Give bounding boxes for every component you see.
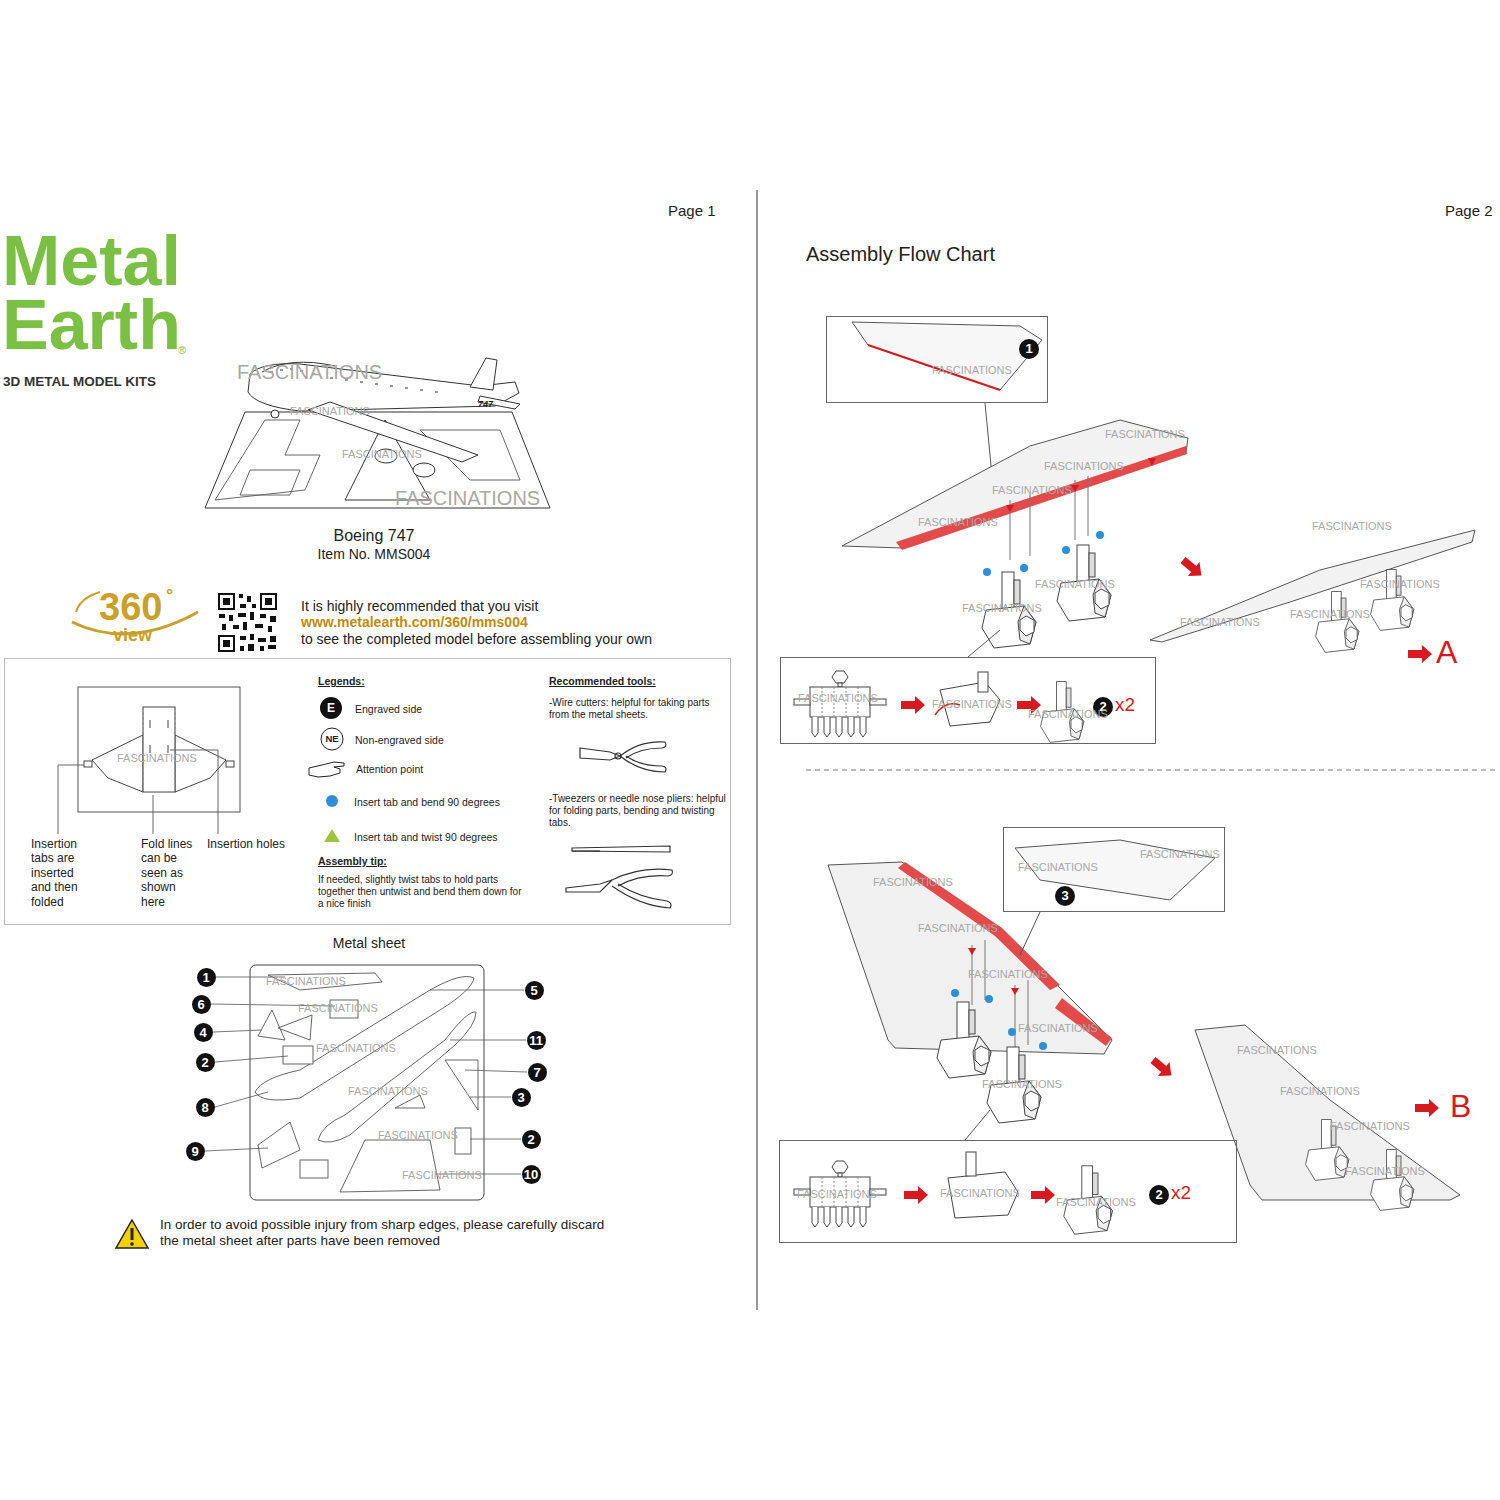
callout-number: 7 (528, 1063, 547, 1082)
watermark: FASCINATIONS (1140, 848, 1220, 861)
watermark: FASCINATIONS (348, 1085, 428, 1098)
watermark: FASCINATIONS (1105, 428, 1185, 441)
text-label: If needed, slightly twist tabs to hold p… (318, 874, 523, 910)
watermark: FASCINATIONS (298, 1002, 378, 1015)
watermark: FASCINATIONS (1018, 1022, 1098, 1035)
panel-heading: Assembly tip: (318, 855, 387, 868)
watermark: FASCINATIONS (1056, 1196, 1136, 1209)
watermark: FASCINATIONS (918, 516, 998, 529)
callout-number: 3 (512, 1088, 531, 1107)
watermark: FASCINATIONS (968, 968, 1048, 981)
note-text: It is highly recommended that you visit (301, 598, 538, 615)
text-label: -Wire cutters: helpful for taking parts … (549, 697, 721, 721)
section-heading: Metal sheet (289, 935, 449, 952)
legend-text: Attention point (356, 763, 423, 776)
quantity-label: x2 (1115, 694, 1135, 717)
callout-number: 1 (197, 968, 216, 987)
callout-number: 2 (1149, 1185, 1169, 1205)
legend-symbol: NE (321, 728, 343, 750)
callout-number: 9 (186, 1142, 205, 1161)
page-number: Page 2 (1445, 202, 1493, 220)
legend-text: Insert tab and bend 90 degrees (354, 796, 500, 809)
logo-text: ° (166, 585, 173, 607)
watermark: FASCINATIONS (1330, 1120, 1410, 1133)
callout-number: 10 (522, 1165, 541, 1184)
watermark: FASCINATIONS (1345, 1165, 1425, 1178)
callout-number: 1 (1019, 339, 1039, 359)
quantity-label: x2 (1171, 1182, 1191, 1205)
model-name: Boeing 747 (264, 526, 484, 545)
watermark: FASCINATIONS (342, 448, 422, 461)
legend-symbol: E (320, 697, 342, 719)
callout-number: 5 (525, 981, 544, 1000)
info-panel: Insertion tabs are inserted and then fol… (4, 658, 731, 925)
assembly-marker: B (1450, 1090, 1471, 1122)
callout-number: 2 (196, 1053, 215, 1072)
watermark: FASCINATIONS (1312, 520, 1392, 533)
watermark: FASCINATIONS (316, 1042, 396, 1055)
legend-swatch (326, 795, 338, 807)
watermark: FASCINATIONS (395, 486, 540, 510)
watermark: FASCINATIONS (402, 1169, 482, 1182)
watermark: FASCINATIONS (1180, 616, 1260, 629)
watermark: FASCINATIONS (982, 1078, 1062, 1091)
inset-box: 1 (826, 316, 1048, 403)
item-number: Item No. MMS004 (264, 546, 484, 563)
watermark: FASCINATIONS (940, 1187, 1020, 1200)
watermark: FASCINATIONS (962, 602, 1042, 615)
callout-number: 2 (522, 1130, 541, 1149)
watermark: FASCINATIONS (237, 360, 382, 384)
callout-number: 4 (194, 1023, 213, 1042)
callout-number: 6 (192, 995, 211, 1014)
legend-text: Non-engraved side (355, 734, 444, 747)
watermark: FASCINATIONS (932, 698, 1012, 711)
panel-heading: Legends: (318, 675, 365, 688)
watermark: FASCINATIONS (378, 1129, 458, 1142)
registered-mark: ® (178, 344, 186, 357)
watermark: FASCINATIONS (918, 922, 998, 935)
callout-number: 8 (196, 1098, 215, 1117)
watermark: FASCINATIONS (1018, 861, 1098, 874)
watermark: FASCINATIONS (266, 975, 346, 988)
watermark: FASCINATIONS (117, 752, 197, 765)
page-number: Page 1 (668, 202, 716, 220)
brand-tagline: 3D METAL MODEL KITS (3, 374, 156, 390)
tail-marking: 747 (478, 399, 493, 410)
legend-text: Insert tab and twist 90 degrees (354, 831, 498, 844)
callout-number: 11 (527, 1031, 546, 1050)
watermark: FASCINATIONS (1035, 578, 1115, 591)
watermark: FASCINATIONS (992, 484, 1072, 497)
watermark: FASCINATIONS (1290, 608, 1370, 621)
text-label: Fold lines can be seen as shown here (141, 837, 201, 909)
callout-number: 3 (1055, 886, 1075, 906)
logo-text: 360 (99, 588, 162, 626)
url-text: www.metalearth.com/360/mms004 (301, 614, 528, 631)
watermark: FASCINATIONS (1360, 578, 1440, 591)
note-text: to see the completed model before assemb… (301, 631, 652, 648)
watermark: FASCINATIONS (1280, 1085, 1360, 1098)
watermark: FASCINATIONS (873, 876, 953, 889)
brand-logo: Earth (2, 290, 181, 360)
section-title: Assembly Flow Chart (806, 242, 995, 266)
watermark: FASCINATIONS (932, 364, 1012, 377)
watermark: FASCINATIONS (1044, 460, 1124, 473)
assembly-marker: A (1436, 636, 1457, 668)
warning-text: In order to avoid possible injury from s… (160, 1217, 610, 1248)
text-label: Insertion tabs are inserted and then fol… (31, 837, 93, 909)
watermark: FASCINATIONS (798, 692, 878, 705)
text-label: -Tweezers or needle nose pliers: helpful… (549, 793, 727, 829)
text-label: Insertion holes (207, 837, 285, 851)
watermark: FASCINATIONS (797, 1188, 877, 1201)
brand-logo: Metal (2, 226, 181, 296)
legend-text: Engraved side (355, 703, 422, 716)
logo-text: view (113, 626, 152, 644)
watermark: FASCINATIONS (1237, 1044, 1317, 1057)
panel-heading: Recommended tools: (549, 675, 656, 688)
watermark: FASCINATIONS (1028, 708, 1108, 721)
watermark: FASCINATIONS (290, 405, 370, 418)
